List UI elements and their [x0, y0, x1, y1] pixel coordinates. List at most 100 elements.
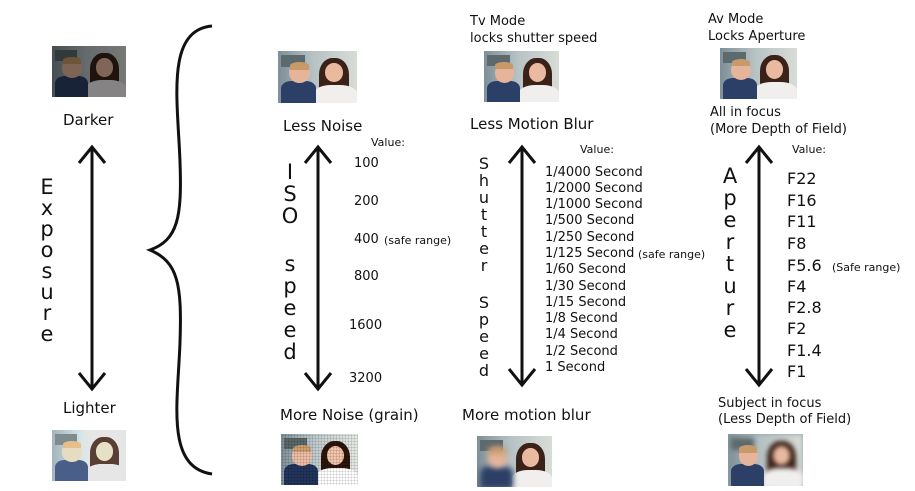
shutter-fast-photo [484, 51, 559, 102]
axis-letter: r [480, 256, 488, 275]
axis-letter: e [283, 318, 297, 342]
shutter-value: 1 Second [545, 360, 606, 375]
iso-value: 800 [354, 269, 379, 284]
axis-letter: A [722, 164, 738, 188]
axis-letter: S [478, 293, 490, 312]
axis-letter: O [281, 204, 299, 228]
shutter-value-header: Value: [580, 143, 614, 156]
iso-safe-note: (safe range) [384, 234, 452, 247]
shutter-top-label: Less Motion Blur [470, 115, 594, 133]
exposure-darker-photo [52, 46, 126, 97]
aperture-narrow-photo [720, 48, 797, 99]
exposure-top-label: Darker [63, 111, 114, 129]
axis-letter: r [725, 296, 735, 320]
axis-letter: p [723, 186, 737, 210]
axis-letter: o [40, 238, 54, 262]
axis-letter: x [40, 196, 54, 220]
shutter-value: 1/4 Second [545, 327, 618, 342]
aperture-top-label: All in focus [710, 105, 781, 120]
iso-low-noise-photo [278, 51, 357, 103]
axis-letter: r [42, 301, 52, 325]
axis-letter: p [40, 217, 54, 241]
shutter-value: 1/2000 Second [545, 181, 643, 196]
aperture-double-arrow-icon [744, 144, 774, 388]
iso-value: 100 [354, 156, 379, 171]
iso-bottom-label: More Noise (grain) [280, 406, 419, 424]
iso-axis-title: I S O s p e e d [276, 162, 304, 364]
axis-letter: e [723, 318, 737, 342]
shutter-value: 1/1000 Second [545, 197, 643, 212]
aperture-bottom-sublabel: (Less Depth of Field) [718, 412, 852, 427]
shutter-value: 1/125 Second [545, 246, 635, 261]
aperture-mode-title: Av Mode [708, 12, 764, 27]
axis-letter: e [723, 208, 737, 232]
aperture-value: F8 [787, 234, 807, 253]
axis-letter: S [283, 182, 297, 206]
aperture-safe-note: (Safe range) [832, 261, 901, 274]
shutter-safe-note: (safe range) [638, 248, 706, 261]
shutter-value: 1/30 Second [545, 279, 627, 294]
shutter-axis-title: S h u t t e r S p e e d [471, 156, 497, 380]
axis-letter: d [283, 340, 297, 364]
axis-letter: u [40, 280, 54, 304]
iso-value: 200 [354, 194, 379, 209]
shutter-mode-title: Tv Mode [470, 14, 526, 29]
aperture-axis-title: A p e r t u r e [716, 166, 744, 342]
aperture-value: F11 [787, 212, 817, 231]
axis-letter: I [286, 160, 294, 184]
axis-letter: r [725, 230, 735, 254]
aperture-value: F16 [787, 191, 817, 210]
axis-letter: e [479, 344, 489, 363]
axis-letter: t [725, 252, 735, 276]
axis-letter: d [478, 361, 490, 380]
axis-letter: S [478, 154, 490, 173]
axis-letter: e [40, 322, 54, 346]
axis-letter: e [479, 327, 489, 346]
shutter-value: 1/60 Second [545, 262, 627, 277]
iso-top-label: Less Noise [283, 117, 363, 135]
aperture-value: F1 [787, 362, 807, 381]
iso-value-header: Value: [371, 136, 405, 149]
shutter-slow-photo [477, 436, 552, 487]
exposure-axis-title: E x p o s u r e [32, 177, 62, 345]
shutter-value: 1/500 Second [545, 213, 635, 228]
shutter-value: 1/8 Second [545, 311, 618, 326]
exposure-lighter-photo [52, 430, 126, 481]
aperture-value: F2 [787, 319, 807, 338]
aperture-bottom-label: Subject in focus [718, 396, 822, 411]
aperture-top-sublabel: (More Depth of Field) [710, 122, 847, 137]
axis-letter: t [480, 205, 488, 224]
aperture-wide-photo [728, 434, 803, 486]
exposure-bottom-label: Lighter [63, 399, 116, 417]
axis-letter: e [479, 239, 489, 258]
iso-value: 400 [354, 232, 379, 247]
shutter-value: 1/250 Second [545, 230, 635, 245]
axis-letter: s [41, 259, 53, 283]
shutter-mode-subtitle: locks shutter speed [470, 31, 598, 46]
shutter-bottom-label: More motion blur [462, 406, 591, 424]
axis-letter: t [480, 222, 488, 241]
aperture-value: F22 [787, 169, 817, 188]
axis-letter: p [283, 274, 297, 298]
shutter-value: 1/15 Second [545, 295, 627, 310]
shutter-value: 1/4000 Second [545, 165, 643, 180]
axis-letter: E [40, 175, 54, 199]
aperture-value: F1.4 [787, 341, 822, 360]
aperture-value-header: Value: [792, 143, 826, 156]
iso-high-noise-photo [281, 434, 358, 485]
aperture-value: F5.6 [787, 256, 822, 275]
axis-letter: u [478, 188, 490, 207]
brace-icon [145, 24, 213, 476]
shutter-double-arrow-icon [507, 144, 537, 388]
iso-value: 3200 [349, 371, 383, 386]
axis-letter: u [723, 274, 737, 298]
iso-double-arrow-icon [303, 144, 333, 392]
aperture-value: F2.8 [787, 298, 822, 317]
axis-letter: e [283, 296, 297, 320]
shutter-value: 1/2 Second [545, 344, 618, 359]
axis-letter: h [478, 171, 490, 190]
axis-letter: p [478, 310, 490, 329]
iso-value: 1600 [349, 318, 383, 333]
axis-letter: s [284, 252, 296, 276]
exposure-double-arrow-icon [77, 144, 107, 392]
